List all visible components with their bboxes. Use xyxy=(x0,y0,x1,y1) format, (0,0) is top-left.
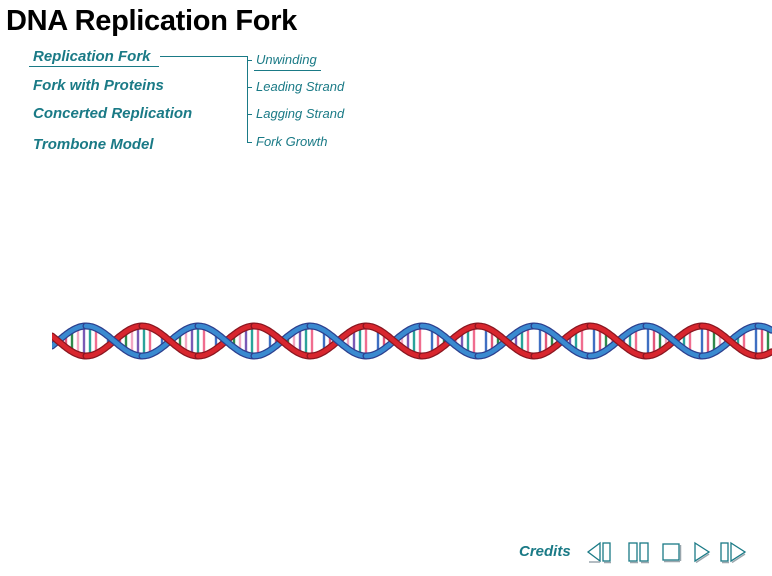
credits-link[interactable]: Credits xyxy=(519,543,571,560)
bracket-tick xyxy=(247,142,252,143)
dna-strand-blue xyxy=(419,323,480,359)
nav-item-trombone-model[interactable]: Trombone Model xyxy=(33,136,154,153)
page-title: DNA Replication Fork xyxy=(6,5,298,37)
step-forward-icon xyxy=(720,541,747,564)
bracket-tick xyxy=(247,60,252,61)
step-back-icon xyxy=(586,541,611,564)
bracket-tick xyxy=(247,87,252,88)
nav-active-underline xyxy=(29,66,159,67)
dna-strand-red xyxy=(699,323,760,359)
dna-strand-red xyxy=(363,323,424,359)
nav-item-replication-fork[interactable]: Replication Fork xyxy=(33,48,151,65)
dna-strand-red xyxy=(139,323,200,359)
dna-strand-red xyxy=(475,323,536,359)
dna-strand-red xyxy=(587,323,648,359)
sub-item-lagging-strand[interactable]: Lagging Strand xyxy=(256,106,345,121)
bracket-tick xyxy=(247,114,252,115)
stop-icon xyxy=(662,543,682,563)
dna-strand-blue xyxy=(307,323,368,359)
play-button[interactable] xyxy=(691,540,719,564)
dna-strand-blue xyxy=(83,323,144,359)
sub-item-unwinding[interactable]: Unwinding xyxy=(256,52,317,67)
sub-item-fork-growth[interactable]: Fork Growth xyxy=(256,134,328,149)
dna-strand-blue xyxy=(755,323,772,333)
step-back-button[interactable] xyxy=(586,540,614,564)
step-forward-button[interactable] xyxy=(719,540,747,564)
nav-item-fork-with-proteins[interactable]: Fork with Proteins xyxy=(33,77,164,94)
dna-double-helix xyxy=(52,322,772,360)
dna-strand-blue xyxy=(643,323,704,359)
stop-button[interactable] xyxy=(660,540,688,564)
dna-strand-red xyxy=(755,349,772,359)
pause-icon xyxy=(628,542,649,564)
sub-item-leading-strand[interactable]: Leading Strand xyxy=(256,79,345,94)
connector-line xyxy=(160,56,248,57)
bracket-line xyxy=(247,56,248,143)
dna-strand-red xyxy=(251,323,312,359)
pause-button[interactable] xyxy=(626,540,654,564)
dna-strand-red xyxy=(52,333,88,359)
play-icon xyxy=(694,541,711,564)
dna-strand-blue xyxy=(195,323,256,359)
sub-active-underline xyxy=(254,70,321,71)
nav-item-concerted-replication[interactable]: Concerted Replication xyxy=(33,105,193,122)
dna-strand-blue xyxy=(531,323,592,359)
